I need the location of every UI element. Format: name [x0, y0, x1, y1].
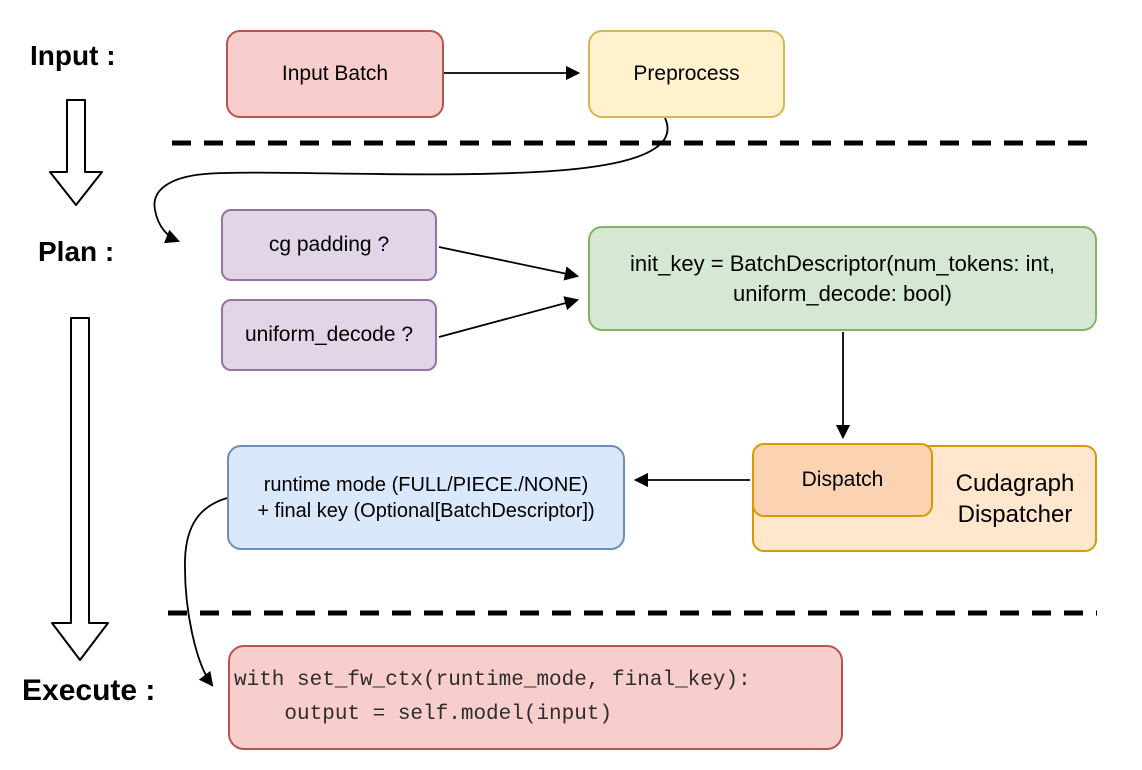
node-input-batch-label: Input Batch: [281, 61, 389, 85]
node-input-batch: Input Batch: [226, 30, 444, 118]
arrow-uniformdecode-to-initkey: [438, 296, 580, 338]
node-runtime-mode: runtime mode (FULL/PIECE./NONE) + final …: [227, 445, 625, 550]
node-uniform-decode: uniform_decode ?: [221, 299, 437, 371]
node-dispatch-label: Dispatch: [801, 467, 884, 491]
arrow-cgpadding-to-initkey: [438, 246, 580, 281]
arrow-runtimemode-to-execute: [184, 497, 228, 687]
node-init-key-line2: uniform_decode: bool): [733, 280, 952, 306]
node-dispatch: Dispatch: [752, 443, 933, 517]
dispatcher-label-line1: Cudagraph: [955, 469, 1075, 497]
stage-arrow-input-to-plan: [49, 99, 103, 206]
node-preprocess: Preprocess: [588, 30, 785, 118]
node-execute-code-line2: output = self.model(input): [234, 702, 613, 726]
dispatcher-label-line2: Dispatcher: [957, 500, 1073, 528]
stage-label-input: Input :: [30, 40, 116, 71]
node-preprocess-label: Preprocess: [633, 61, 740, 85]
node-cg-padding-label: cg padding ?: [268, 232, 390, 256]
node-init-key: init_key = BatchDescriptor(num_tokens: i…: [588, 226, 1097, 331]
node-execute-code-line1: with set_fw_ctx(runtime_mode, final_key)…: [234, 668, 751, 692]
node-runtime-mode-line1: runtime mode (FULL/PIECE./NONE): [263, 473, 589, 496]
stage-label-plan: Plan :: [38, 236, 115, 267]
stage-label-execute: Execute :: [22, 674, 156, 707]
node-cudagraph-dispatcher-label: Cudagraph Dispatcher: [933, 445, 1097, 552]
node-runtime-mode-line2: + final key (Optional[BatchDescriptor]): [257, 499, 595, 522]
node-uniform-decode-label: uniform_decode ?: [244, 322, 414, 346]
stage-arrow-plan-to-execute: [51, 317, 109, 661]
node-init-key-line1: init_key = BatchDescriptor(num_tokens: i…: [630, 250, 1055, 276]
node-cg-padding: cg padding ?: [221, 209, 437, 281]
node-execute-code: with set_fw_ctx(runtime_mode, final_key)…: [228, 645, 843, 750]
